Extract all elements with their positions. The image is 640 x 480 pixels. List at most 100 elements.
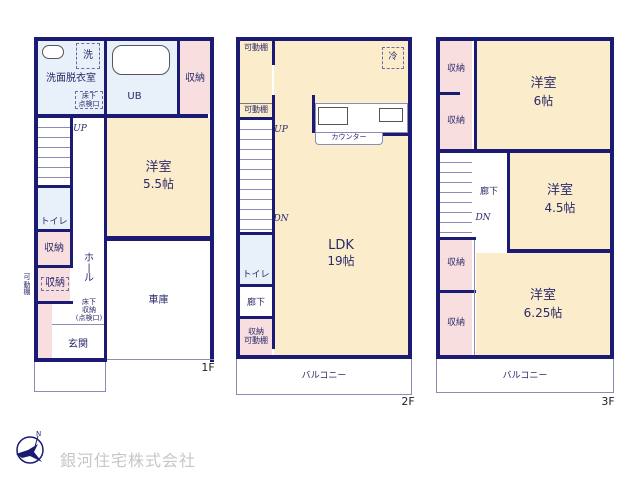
storage-top-label: 収納 — [185, 73, 205, 84]
wall — [507, 249, 614, 253]
wall — [610, 37, 614, 359]
wall — [38, 301, 73, 304]
wall — [236, 37, 412, 41]
storage-1-label: 収納 — [44, 243, 64, 254]
corridor-label: 廊下 — [246, 298, 265, 308]
storage-4-label: 収納 — [446, 318, 465, 328]
wall — [38, 185, 73, 188]
wall — [272, 95, 275, 119]
storage-top — [180, 41, 210, 114]
kitchen-sink-icon — [318, 107, 348, 125]
wall — [272, 41, 275, 65]
wall — [177, 41, 180, 114]
washer-space — [76, 43, 100, 69]
wall — [376, 133, 411, 136]
toilet-label: トイレ — [242, 270, 270, 280]
floor-label-3f: 3F — [601, 395, 615, 408]
room-name: 洋室 — [546, 183, 573, 198]
stairs-up-label: UP — [274, 125, 288, 135]
wall — [436, 37, 614, 41]
wall — [34, 37, 38, 362]
ldk-size: 19帖 — [327, 254, 355, 268]
wall — [70, 118, 73, 186]
balcony-3f-label: バルコニー — [502, 371, 548, 381]
room-name: 洋室 — [530, 76, 557, 91]
storage-2-label: 収納 — [41, 277, 69, 291]
wall — [210, 37, 214, 362]
ldk — [274, 41, 408, 355]
room-size: 6帖 — [533, 94, 554, 108]
storage-3 — [440, 240, 472, 355]
garage-opening — [107, 359, 214, 360]
wall — [38, 229, 73, 232]
porch — [34, 362, 106, 392]
storage — [240, 319, 272, 355]
western-room-6-25 — [476, 253, 610, 355]
wall — [408, 37, 412, 359]
wall — [440, 149, 614, 153]
wall — [440, 237, 476, 240]
hatch-label: 床下 点検口 — [75, 91, 103, 110]
shelf-area — [240, 41, 272, 117]
floor-label-1f: 1F — [201, 361, 215, 374]
room-size: 4.5帖 — [544, 201, 576, 215]
closet-door-line — [474, 240, 475, 355]
underfloor-storage-label: 床下 収納 (点検口) — [75, 298, 103, 323]
movable-shelf-label: 可 動 棚 — [23, 273, 31, 297]
wall — [507, 153, 510, 253]
wall — [240, 232, 275, 235]
wall — [104, 41, 107, 117]
compass-logo: N — [12, 430, 48, 468]
movable-shelf-2: 可動棚 — [244, 105, 268, 114]
floor-3f: 収納 収納 洋室 6帖 廊下 DN 洋室 4.5帖 収納 収納 洋室 6.25帖 — [436, 37, 614, 359]
western-room-4-5 — [510, 153, 610, 249]
garage-label: 車庫 — [148, 295, 169, 306]
toilet-label: トイレ — [40, 217, 68, 227]
balcony-2f-label: バルコニー — [301, 371, 347, 381]
wall — [240, 284, 275, 287]
shoe-closet — [38, 304, 52, 358]
wall — [436, 355, 614, 359]
compass-bird-icon — [16, 435, 44, 464]
wall — [240, 117, 275, 120]
wall — [312, 95, 315, 133]
counter-label: カウンター — [315, 133, 383, 145]
storage-1 — [440, 41, 472, 149]
stairs-up-label: UP — [73, 124, 87, 134]
stairs-down-label: DN — [475, 213, 491, 223]
wall — [104, 118, 107, 240]
shelf-line — [240, 103, 274, 104]
bath-label: UB — [127, 91, 142, 102]
wall — [34, 37, 214, 41]
wall — [440, 92, 460, 95]
movable-shelf-1: 可動棚 — [244, 43, 268, 52]
floor-label-2f: 2F — [401, 395, 415, 408]
wall — [38, 114, 208, 118]
storage-1 — [38, 232, 70, 265]
western-room-6 — [477, 41, 610, 149]
hall-label: ホ | ル — [84, 253, 94, 284]
wall — [38, 265, 73, 268]
toilet — [240, 235, 272, 284]
corridor-label: 廊下 — [479, 187, 498, 197]
wall — [34, 358, 106, 362]
storage-2 — [38, 268, 70, 301]
room-size: 6.25帖 — [523, 306, 563, 320]
company-name: 銀河住宅株式会社 — [60, 451, 197, 470]
stairs — [38, 118, 70, 186]
step-line — [52, 324, 104, 325]
stairs-down-label: DN — [273, 214, 289, 224]
wall — [70, 186, 73, 268]
washer-label: 洗 — [83, 50, 93, 61]
washroom-label: 洗面脱衣室 — [46, 73, 96, 84]
bathtub-icon — [112, 45, 170, 75]
wall — [236, 355, 412, 359]
balcony-3f — [436, 359, 614, 393]
toilet — [38, 186, 70, 229]
wall — [104, 236, 214, 241]
wall — [104, 241, 107, 362]
storage-label: 収納 可動棚 — [244, 327, 268, 346]
stairs — [440, 153, 472, 237]
wall — [236, 37, 240, 359]
ldk-name: LDK — [328, 238, 354, 253]
